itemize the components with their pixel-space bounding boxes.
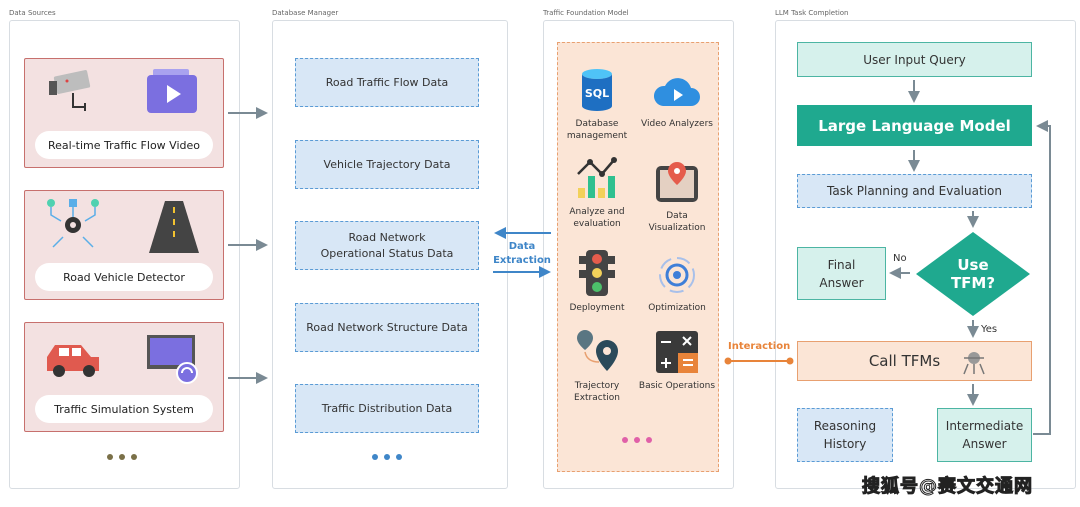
final-answer: Final Answer [797, 247, 886, 300]
cctv-camera-icon [49, 70, 91, 111]
large-language-model: Large Language Model [797, 105, 1032, 146]
location-pins-icon [577, 330, 618, 371]
watermark: 搜狐号@赛文交通网 [862, 476, 1033, 498]
network-tools-icon [963, 352, 985, 375]
call-tfms: Call TFMs [797, 341, 1032, 381]
panel-label-llm: LLM Task Completion [775, 9, 849, 17]
interaction-label: Interaction [728, 341, 791, 352]
db-item: Road Traffic Flow Data [295, 58, 479, 107]
task-planning: Task Planning and Evaluation [797, 174, 1032, 208]
road-icon [149, 201, 199, 253]
tool-basic-operations: Basic Operations [637, 330, 717, 392]
video-play-icon [147, 69, 197, 113]
intermediate-answer: Intermediate Answer [937, 408, 1032, 462]
db-item: Road Network Operational Status Data [295, 221, 479, 270]
tool-deployment: Deployment [557, 250, 637, 314]
tool-trajectory-extraction: Trajectory Extraction [557, 330, 637, 404]
gear-network-icon [47, 199, 99, 248]
calculator-icon [656, 331, 698, 373]
car-icon [47, 345, 99, 377]
no-label: No [893, 253, 907, 264]
tool-optimization: Optimization [637, 254, 717, 314]
tool-label: Basic Operations [638, 381, 716, 391]
tool-label: Video Analyzers [641, 119, 713, 129]
yes-label: Yes [981, 324, 998, 335]
decision-diamond [916, 232, 1030, 316]
sql-database-icon: SQL [582, 69, 612, 111]
target-icon [659, 257, 695, 293]
svg-text:SQL: SQL [585, 87, 609, 100]
tool-label: Deployment [569, 303, 625, 313]
traffic-light-icon [579, 250, 615, 296]
source-simulation: Traffic Simulation System [24, 322, 224, 432]
reasoning-history: Reasoning History [797, 408, 893, 462]
tool-label: Trajectory Extraction [574, 381, 620, 404]
source-label: Traffic Simulation System [35, 395, 213, 423]
user-input-query: User Input Query [797, 42, 1032, 77]
tool-label: Analyze and evaluation [569, 207, 625, 230]
db-item: Traffic Distribution Data [295, 384, 479, 433]
panel-label-database-manager: Database Manager [272, 9, 339, 17]
source-label: Road Vehicle Detector [35, 263, 213, 291]
more-data-dots [372, 454, 402, 460]
use-tfm-decision: Use TFM? [950, 256, 996, 292]
source-traffic-video: Real-time Traffic Flow Video [24, 58, 224, 168]
tool-database-management: SQL Database management [557, 68, 637, 142]
tool-video-analyzers: Video Analyzers [637, 68, 717, 130]
db-item: Road Network Structure Data [295, 303, 479, 352]
tool-label: Data Visualization [648, 211, 706, 234]
data-extraction-label: Data Extraction [493, 241, 551, 266]
more-tools-dots [622, 437, 652, 443]
call-tfms-label: Call TFMs [868, 352, 941, 370]
map-pin-icon [656, 162, 698, 202]
monitor-sync-icon [147, 335, 198, 384]
source-label: Real-time Traffic Flow Video [35, 131, 213, 159]
source-vehicle-detector: Road Vehicle Detector [24, 190, 224, 300]
panel-label-data-sources: Data Sources [9, 9, 56, 17]
cloud-video-icon [653, 78, 700, 106]
chart-icon [577, 157, 617, 198]
tool-label: Database management [566, 119, 628, 142]
db-item: Vehicle Trajectory Data [295, 140, 479, 189]
tool-label: Optimization [648, 303, 706, 313]
panel-label-tfm: Traffic Foundation Model [543, 9, 629, 17]
more-sources-dots [107, 454, 137, 460]
tool-data-visualization: Data Visualization [637, 160, 717, 234]
tool-analyze-evaluation: Analyze and evaluation [557, 156, 637, 230]
